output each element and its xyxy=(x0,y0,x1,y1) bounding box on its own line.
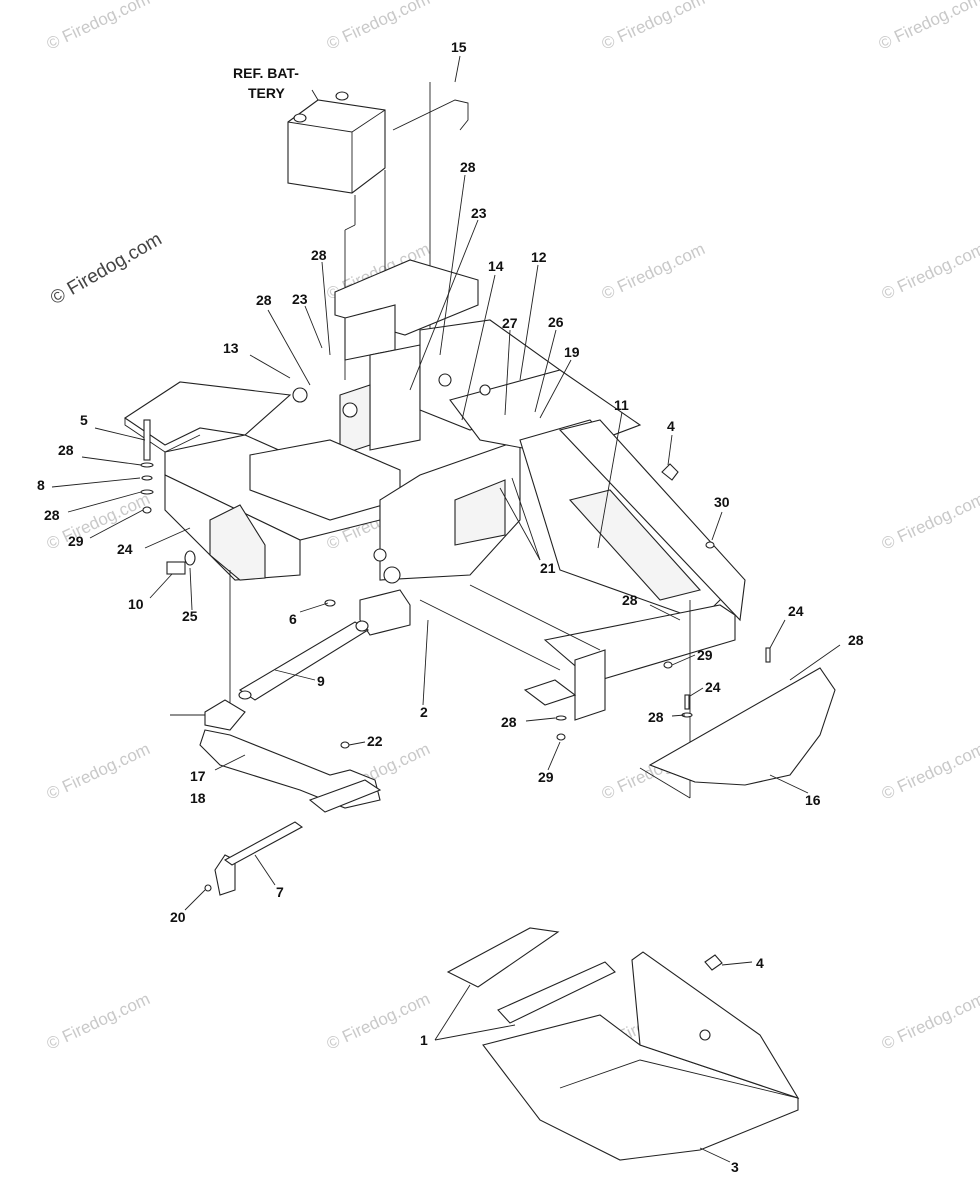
watermark: © Firedog.com xyxy=(879,989,980,1053)
callout-28: 28 xyxy=(622,592,638,608)
watermark: © Firedog.com xyxy=(44,989,153,1053)
callout-22: 22 xyxy=(367,733,383,749)
callout-28: 28 xyxy=(256,292,272,308)
callout-5: 5 xyxy=(80,412,88,428)
watermark: © Firedog.com xyxy=(879,739,980,803)
callout-23: 23 xyxy=(292,291,308,307)
callout-8: 8 xyxy=(37,477,45,493)
battery-ref-label-line2: TERY xyxy=(248,85,285,101)
callout-28: 28 xyxy=(501,714,517,730)
callout-28: 28 xyxy=(311,247,327,263)
callout-2: 2 xyxy=(420,704,428,720)
callout-24: 24 xyxy=(705,679,721,695)
watermark: © Firedog.com xyxy=(599,239,708,303)
battery xyxy=(287,91,386,194)
callout-16: 16 xyxy=(805,792,821,808)
watermark: © Firedog.com xyxy=(879,489,980,553)
callout-17: 17 xyxy=(190,768,206,784)
callout-30: 30 xyxy=(714,494,730,510)
callout-28: 28 xyxy=(58,442,74,458)
main-frame xyxy=(124,259,746,799)
callout-12: 12 xyxy=(531,249,547,265)
watermark: © Firedog.com xyxy=(44,0,153,54)
watermark: © Firedog.com xyxy=(876,0,980,54)
leader-lines xyxy=(51,55,841,1163)
hardware-right xyxy=(555,463,771,741)
callout-3: 3 xyxy=(731,1159,739,1175)
callout-6: 6 xyxy=(289,611,297,627)
callout-23: 23 xyxy=(471,205,487,221)
callout-19: 19 xyxy=(564,344,580,360)
battery-ref-label-line1: REF. BAT- xyxy=(233,65,299,81)
callout-20: 20 xyxy=(170,909,186,925)
front-axle xyxy=(199,620,382,896)
watermark: © Firedog.com xyxy=(324,0,433,54)
callout-29: 29 xyxy=(697,647,713,663)
callout-27: 27 xyxy=(502,315,518,331)
watermark: © Firedog.com xyxy=(44,489,153,553)
callout-21: 21 xyxy=(540,560,556,576)
callout-4: 4 xyxy=(756,955,764,971)
callout-9: 9 xyxy=(317,673,325,689)
watermark: © Firedog.com xyxy=(879,239,980,303)
callout-25: 25 xyxy=(182,608,198,624)
callout-labels: 15 28 23 28 23 14 12 28 13 27 26 19 11 4… xyxy=(37,39,864,1175)
callout-24: 24 xyxy=(117,541,133,557)
watermark: © Firedog.com xyxy=(44,739,153,803)
callout-28: 28 xyxy=(648,709,664,725)
callout-1: 1 xyxy=(420,1032,428,1048)
callout-15: 15 xyxy=(451,39,467,55)
right-shield xyxy=(648,667,836,786)
hardware-left xyxy=(140,419,350,749)
callout-14: 14 xyxy=(488,258,504,274)
callout-7: 7 xyxy=(276,884,284,900)
callout-11: 11 xyxy=(614,397,629,413)
callout-26: 26 xyxy=(548,314,564,330)
watermark: © Firedog.com xyxy=(324,989,433,1053)
callout-29: 29 xyxy=(68,533,84,549)
callout-24: 24 xyxy=(788,603,804,619)
callout-28: 28 xyxy=(44,507,60,523)
callout-18: 18 xyxy=(190,790,206,806)
watermark: © Firedog.com xyxy=(599,0,708,54)
callout-29: 29 xyxy=(538,769,554,785)
watermark-main: © Firedog.com xyxy=(47,229,166,310)
callout-4: 4 xyxy=(667,418,675,434)
callout-28: 28 xyxy=(848,632,864,648)
floor-pan xyxy=(446,927,800,1161)
callout-28: 28 xyxy=(460,159,476,175)
callout-13: 13 xyxy=(223,340,239,356)
callout-10: 10 xyxy=(128,596,144,612)
